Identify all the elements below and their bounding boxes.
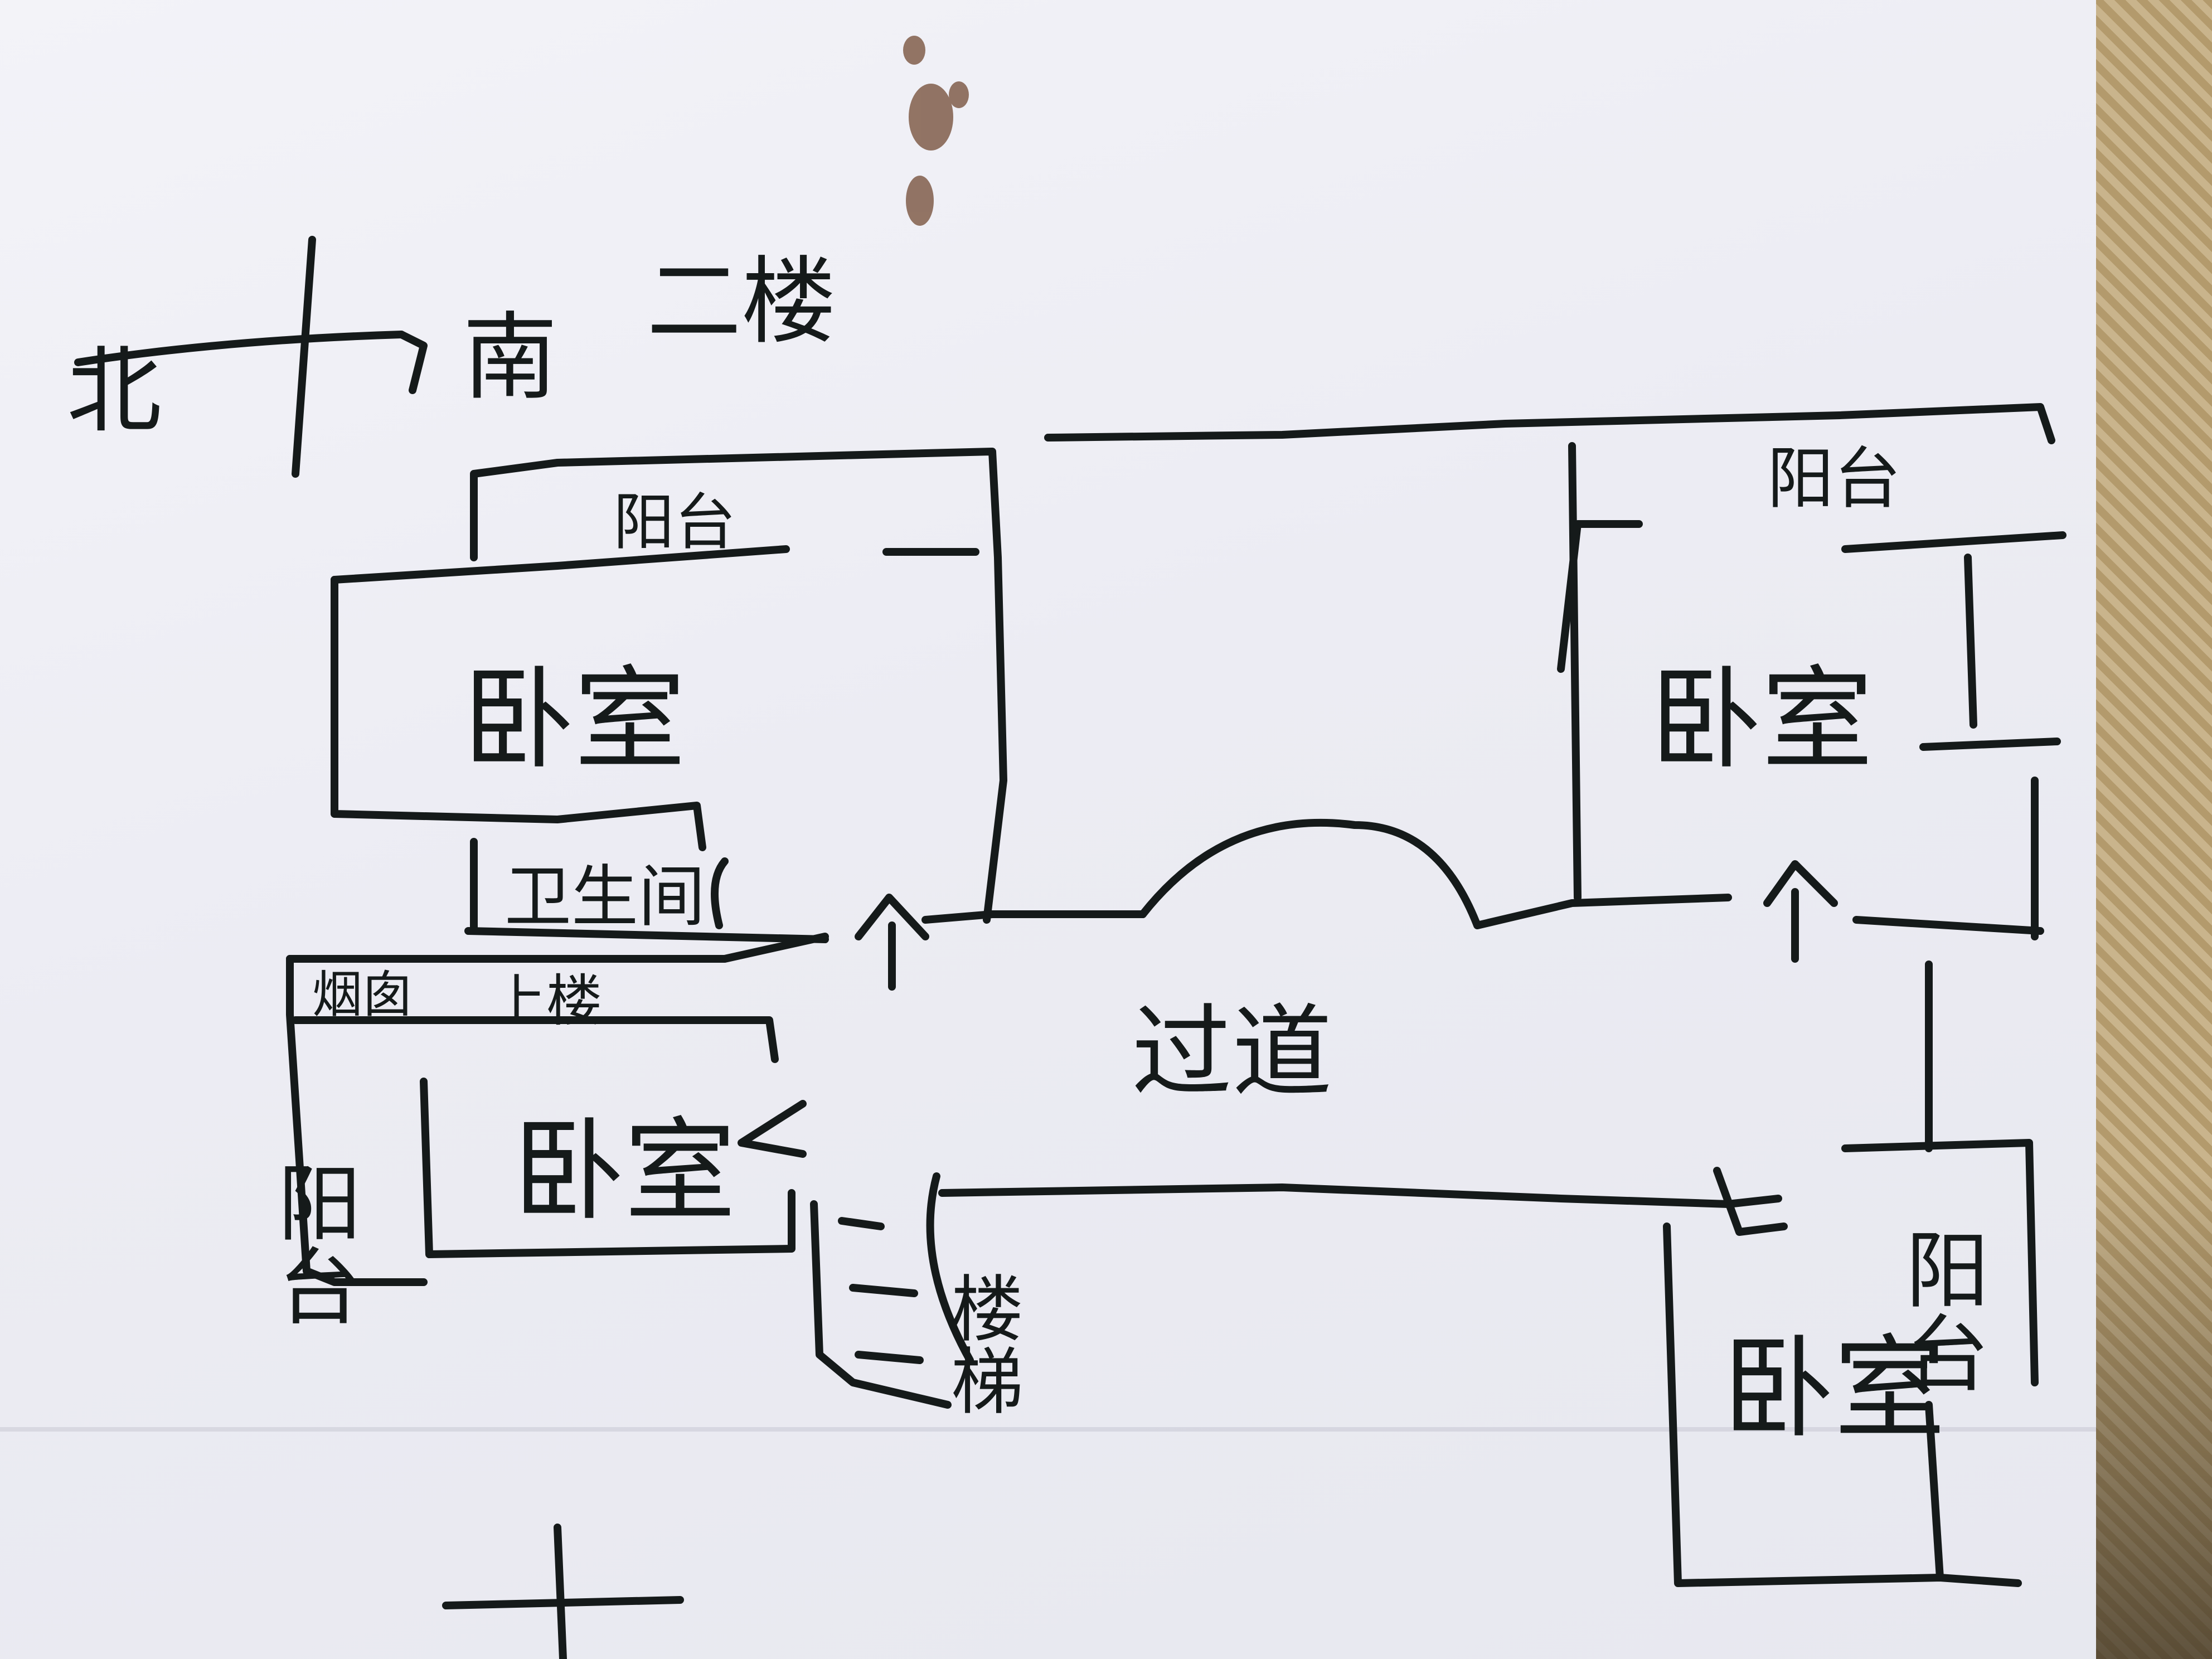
compass-rose: [74, 236, 428, 478]
room-label-corridor: 过道: [1132, 995, 1332, 1111]
paper-stain: [903, 36, 969, 226]
second-compass: [442, 1524, 684, 1659]
wall-se-room: [1663, 961, 2039, 1587]
room-label-bedroom-se: 卧室: [1723, 1324, 1946, 1454]
room-label-balcony-w: 阳台: [264, 1160, 361, 1327]
room-label-bathroom: 卫生间: [505, 858, 705, 936]
room-label-balcony-se: 阳台: [1891, 1226, 1988, 1394]
room-label-stairs-e: 上楼: [491, 968, 602, 1034]
wall-corridor: [855, 818, 1782, 1208]
paper-fold-line: [0, 1427, 2096, 1432]
floor-label: 二楼: [647, 247, 836, 357]
room-label-bedroom-w: 卧室: [513, 1107, 736, 1236]
wall-bathroom: [464, 838, 829, 943]
wall-nw-room: [331, 448, 1007, 924]
compass-south-label: 南: [463, 303, 557, 413]
room-label-balcony-nw: 阳台: [613, 487, 736, 558]
room-label-chimney-w: 烟囱: [312, 966, 413, 1024]
room-label-bedroom-ne: 卧室: [1650, 655, 1873, 785]
compass-north-label: 北: [67, 336, 162, 447]
wall-w-room: [286, 933, 974, 1409]
paper-sheet: [0, 0, 2096, 1659]
room-label-bedroom-nw: 卧室: [463, 655, 686, 785]
room-label-balcony-ne: 阳台: [1767, 440, 1901, 518]
wall-ne-room: [1044, 403, 2067, 963]
room-label-stairs: 楼梯: [939, 1271, 1023, 1416]
